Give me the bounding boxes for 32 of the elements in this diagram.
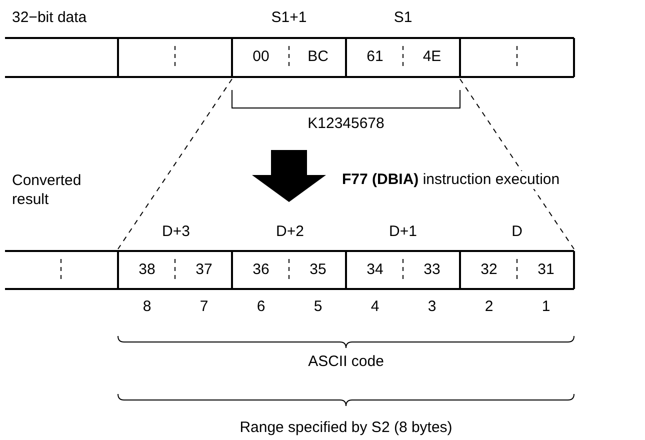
byte-number: 4 (370, 298, 380, 316)
register-label: S1+1 (271, 9, 307, 27)
byte-number: 7 (200, 298, 208, 316)
register-label: D+3 (162, 223, 190, 241)
register-label: D+2 (276, 223, 304, 241)
cell-value: 61 (366, 48, 384, 66)
cell-value: 33 (424, 261, 440, 279)
instruction-note: F77 (DBIA) instruction execution (340, 171, 562, 189)
register-label: D+1 (389, 223, 417, 241)
cell-value: 38 (138, 261, 156, 279)
cell-value: 34 (366, 261, 384, 279)
cell-value: 4E (422, 48, 442, 66)
register-label: 32−bit data (12, 9, 87, 27)
cell-value: 37 (196, 261, 212, 279)
row-label: Converted result (12, 171, 82, 209)
byte-number: 1 (542, 298, 550, 316)
byte-number: 5 (314, 298, 322, 316)
brace-label: Range specified by S2 (8 bytes) (240, 419, 452, 437)
byte-number: 8 (142, 298, 152, 316)
cell-value: 31 (538, 261, 554, 279)
brace-label: ASCII code (308, 353, 384, 371)
constant-label: K12345678 (308, 115, 384, 133)
register-label: D (512, 223, 522, 241)
cell-value: 35 (310, 261, 326, 279)
cell-value: BC (308, 48, 328, 66)
register-label: S1 (394, 9, 412, 27)
byte-number: 3 (428, 298, 436, 316)
cell-value: 36 (252, 261, 270, 279)
byte-number: 2 (484, 298, 494, 316)
byte-number: 6 (256, 298, 266, 316)
cell-value: 00 (252, 48, 270, 66)
cell-value: 32 (480, 261, 498, 279)
